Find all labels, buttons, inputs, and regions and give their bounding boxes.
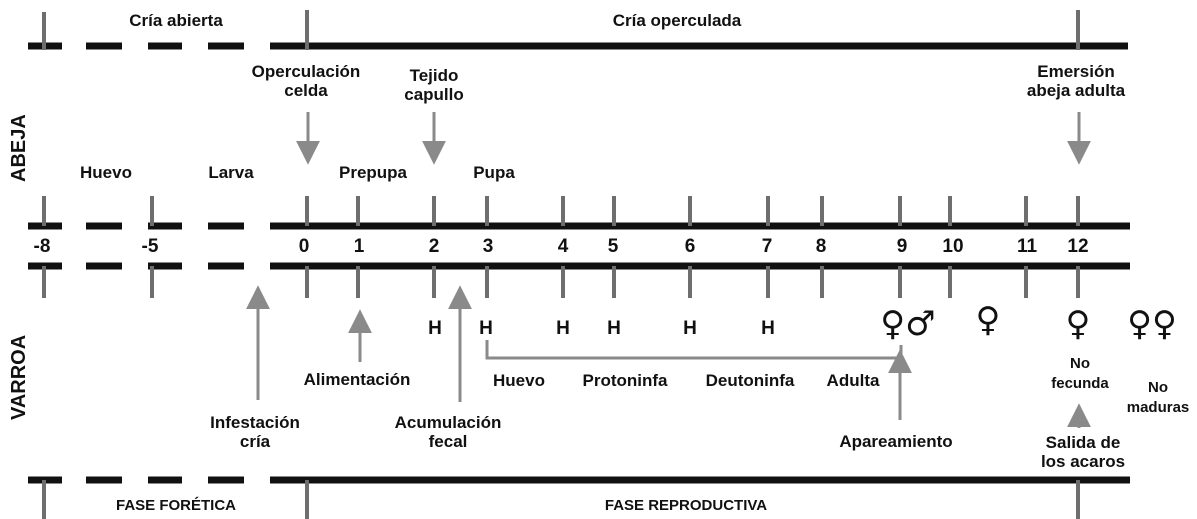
day-tick-label: 5 — [607, 236, 619, 257]
event-emergence-line2: abeja adulta — [1026, 81, 1126, 100]
varroa-stage-deutonymph: Deutoninfa — [705, 371, 795, 390]
development-arrow — [485, 340, 903, 360]
event-operculation-line2: celda — [284, 81, 328, 100]
event-unfertilized-line2: fecunda — [1051, 375, 1109, 392]
event-cocoon-line2: capullo — [404, 85, 464, 104]
female-symbol: ♀ — [975, 300, 1001, 340]
event-infestation-line1: Infestación — [210, 413, 300, 432]
varroa-egg-marker: H — [428, 318, 442, 339]
day-tick-label: 3 — [482, 236, 494, 257]
varroa-egg-marker: H — [479, 318, 493, 339]
event-cocoon: Tejido capullo — [404, 66, 464, 104]
event-mating: Apareamiento — [839, 432, 953, 451]
day-tick-label: 2 — [428, 236, 440, 257]
day-tick-label: 6 — [684, 236, 696, 257]
event-operculation-line1: Operculación — [251, 62, 361, 81]
phase-capped-brood: Cría operculada — [612, 11, 742, 30]
event-fecal: Acumulación fecal — [395, 413, 502, 451]
varroa-stage-protonymph: Protoninfa — [582, 371, 668, 390]
row-label-varroa: VARROA — [8, 334, 30, 420]
varroa-stage-egg: Huevo — [493, 371, 545, 390]
bee-stage-prepupa: Prepupa — [338, 163, 408, 182]
day-tick-label: -5 — [141, 236, 159, 257]
day-tick-label: 10 — [942, 236, 964, 257]
day-tick-label: 8 — [815, 236, 827, 257]
mating-pair-symbol: ♀♂ — [880, 304, 936, 344]
event-cocoon-line1: Tejido — [409, 66, 459, 85]
varroa-egg-marker: H — [683, 318, 697, 339]
event-unfertilized-line1: No — [1069, 355, 1090, 372]
event-mite-exit-line1: Salida de — [1045, 433, 1121, 452]
event-operculation: Operculación celda — [252, 62, 361, 100]
event-fecal-line1: Acumulación — [394, 413, 502, 432]
phase-reproductive: FASE REPRODUCTIVA — [604, 497, 768, 514]
day-tick-label: -8 — [33, 236, 51, 257]
event-feeding: Alimentación — [303, 370, 411, 389]
event-infestation-line2: cría — [239, 432, 271, 451]
phase-open-brood: Cría abierta — [129, 11, 223, 30]
female-symbol-day12: ♀ — [1065, 304, 1091, 344]
day-tick-label: 11 — [1016, 236, 1038, 257]
top-phase-line — [28, 10, 1128, 50]
bee-stage-egg: Huevo — [80, 163, 132, 182]
event-unfertilized: No fecunda — [1051, 354, 1109, 394]
day-tick-label: 9 — [896, 236, 908, 257]
event-mite-exit-line2: los acaros — [1040, 452, 1126, 471]
day-tick-label: 1 — [353, 236, 365, 257]
row-label-abeja: ABEJA — [8, 114, 30, 182]
varroa-egg-marker: H — [607, 318, 621, 339]
day-tick-label: 12 — [1067, 236, 1089, 257]
day-tick-label: 7 — [761, 236, 773, 257]
varroa-egg-marker: H — [556, 318, 570, 339]
event-immature: No maduras — [1127, 378, 1190, 418]
bee-stage-larva: Larva — [208, 163, 254, 182]
bottom-phase-line — [28, 476, 1130, 519]
day-tick-label: 4 — [557, 236, 569, 257]
bee-axis — [28, 196, 1130, 230]
phase-phoretic: FASE FORÉTICA — [115, 497, 237, 514]
event-mite-exit: Salida de los acaros — [1041, 433, 1125, 471]
varroa-egg-marker: H — [761, 318, 775, 339]
event-fecal-line2: fecal — [428, 432, 468, 451]
event-emergence: Emersión abeja adulta — [1027, 62, 1125, 100]
immature-females-symbol: ♀♀ — [1127, 304, 1177, 344]
bee-stage-pupa: Pupa — [473, 163, 515, 182]
day-tick-label: 0 — [298, 236, 310, 257]
event-emergence-line1: Emersión — [1037, 62, 1115, 81]
event-infestation: Infestación cría — [210, 413, 300, 451]
event-immature-line2: maduras — [1126, 399, 1190, 416]
varroa-stage-adult: Adulta — [826, 371, 880, 390]
event-immature-line1: No — [1148, 379, 1168, 396]
varroa-axis — [28, 262, 1130, 298]
